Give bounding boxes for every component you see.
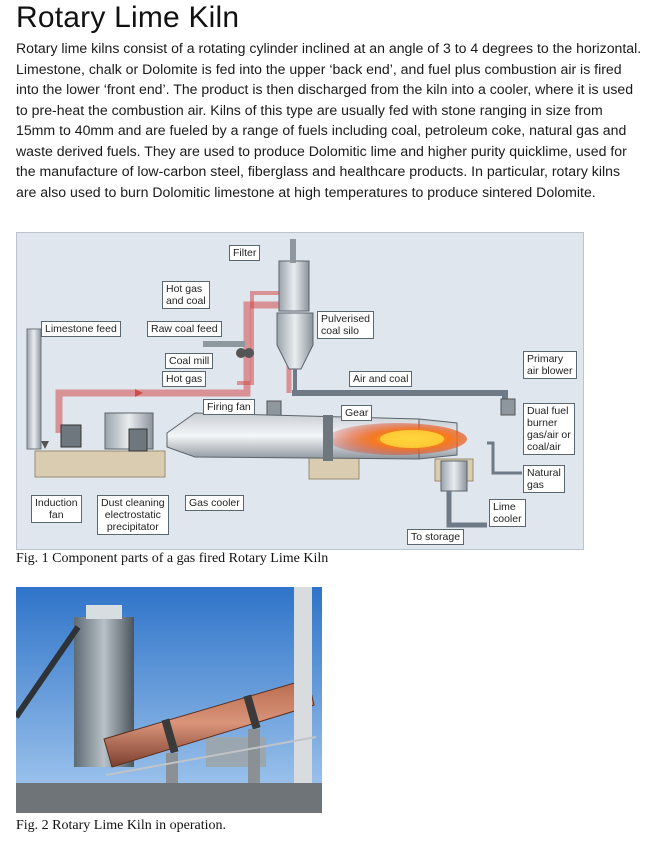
kiln-photo-svg bbox=[16, 587, 322, 813]
label-natural-gas: Natural gas bbox=[523, 465, 565, 493]
label-firing-fan: Firing fan bbox=[203, 399, 255, 415]
figure1-caption: Fig. 1 Component parts of a gas fired Ro… bbox=[16, 551, 329, 566]
label-hot-gas-coal: Hot gas and coal bbox=[162, 281, 210, 309]
label-coal-mill: Coal mill bbox=[165, 353, 214, 369]
figure2-caption: Fig. 2 Rotary Lime Kiln in operation. bbox=[16, 818, 226, 833]
label-pulverised-silo: Pulverised coal silo bbox=[317, 311, 375, 339]
label-to-storage: To storage bbox=[407, 529, 465, 545]
kiln-schematic-svg bbox=[26, 239, 522, 528]
page-title: Rotary Lime Kiln bbox=[16, 1, 240, 34]
label-induction-fan: Induction fan bbox=[31, 495, 82, 523]
label-raw-coal-feed: Raw coal feed bbox=[147, 321, 222, 337]
label-filter: Filter bbox=[229, 245, 261, 261]
label-limestone-feed: Limestone feed bbox=[41, 321, 121, 337]
label-gear: Gear bbox=[341, 405, 373, 421]
kiln-schematic-diagram: Filter Hot gas and coal Pulverised coal … bbox=[16, 232, 584, 550]
label-air-and-coal: Air and coal bbox=[349, 371, 413, 387]
intro-paragraph: Rotary lime kilns consist of a rotating … bbox=[16, 40, 642, 200]
label-gas-cooler: Gas cooler bbox=[185, 495, 244, 511]
label-dual-fuel-burner: Dual fuel burner gas/air or coal/air bbox=[523, 403, 575, 455]
label-hot-gas: Hot gas bbox=[162, 371, 207, 387]
kiln-photo bbox=[16, 587, 322, 813]
label-dust-cleaning: Dust cleaning electrostatic precipitator bbox=[97, 495, 169, 535]
label-primary-air-blower: Primary air blower bbox=[523, 351, 577, 379]
label-lime-cooler: Lime cooler bbox=[489, 499, 526, 527]
